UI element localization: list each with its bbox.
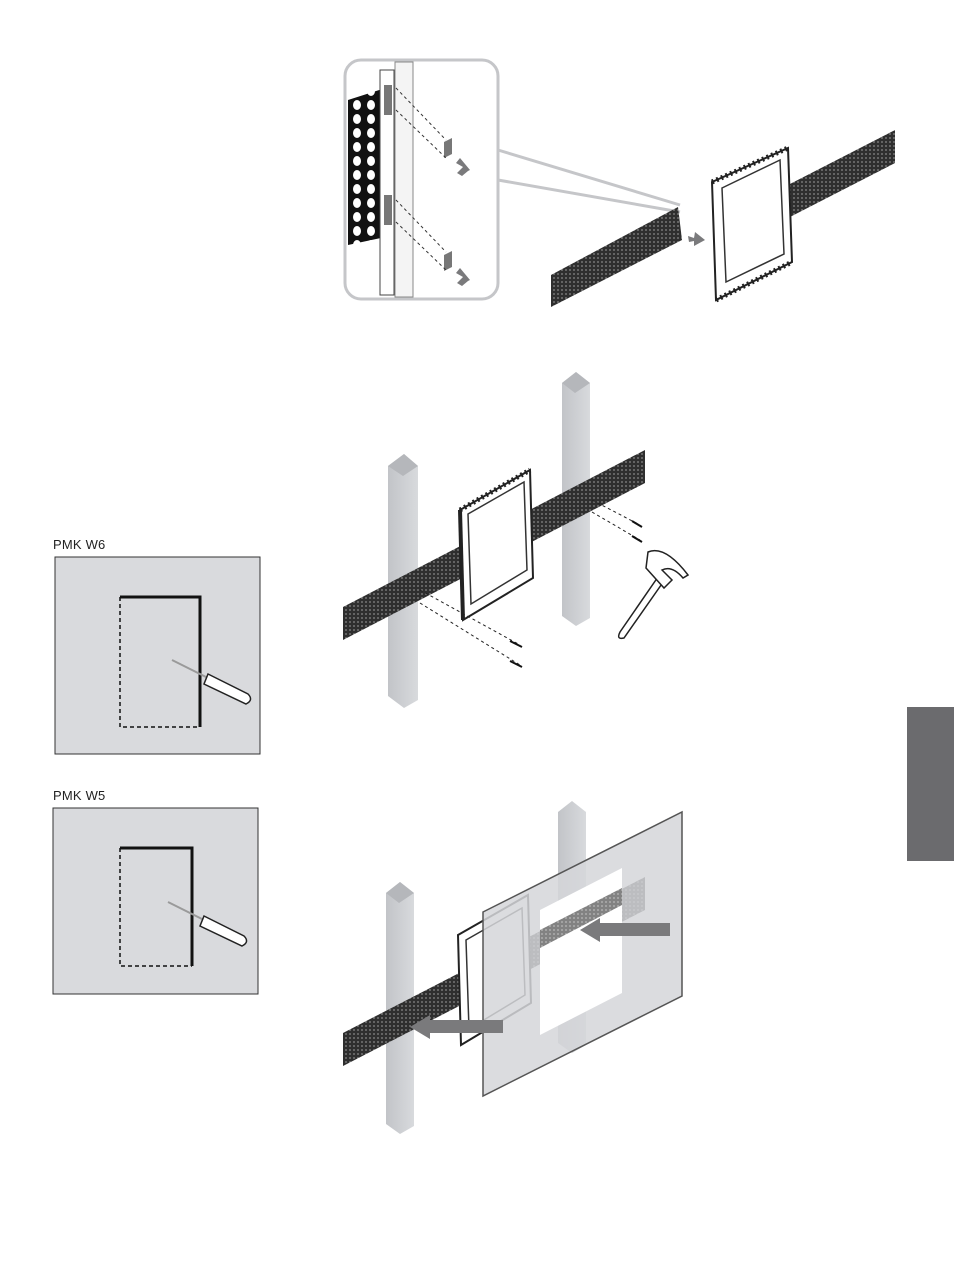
- pmk-w6-diagram: [55, 557, 260, 754]
- pmk-w5-diagram: [53, 808, 258, 994]
- hammer-icon: [619, 551, 688, 639]
- arrow-icon: [688, 232, 705, 246]
- mesh-strip: [788, 130, 895, 218]
- frame: [460, 470, 533, 620]
- mesh-strip: [551, 207, 682, 307]
- bottom-assembly: [343, 801, 682, 1134]
- frame: [712, 148, 792, 300]
- top-assembly: [551, 130, 895, 307]
- middle-assembly: [343, 372, 688, 708]
